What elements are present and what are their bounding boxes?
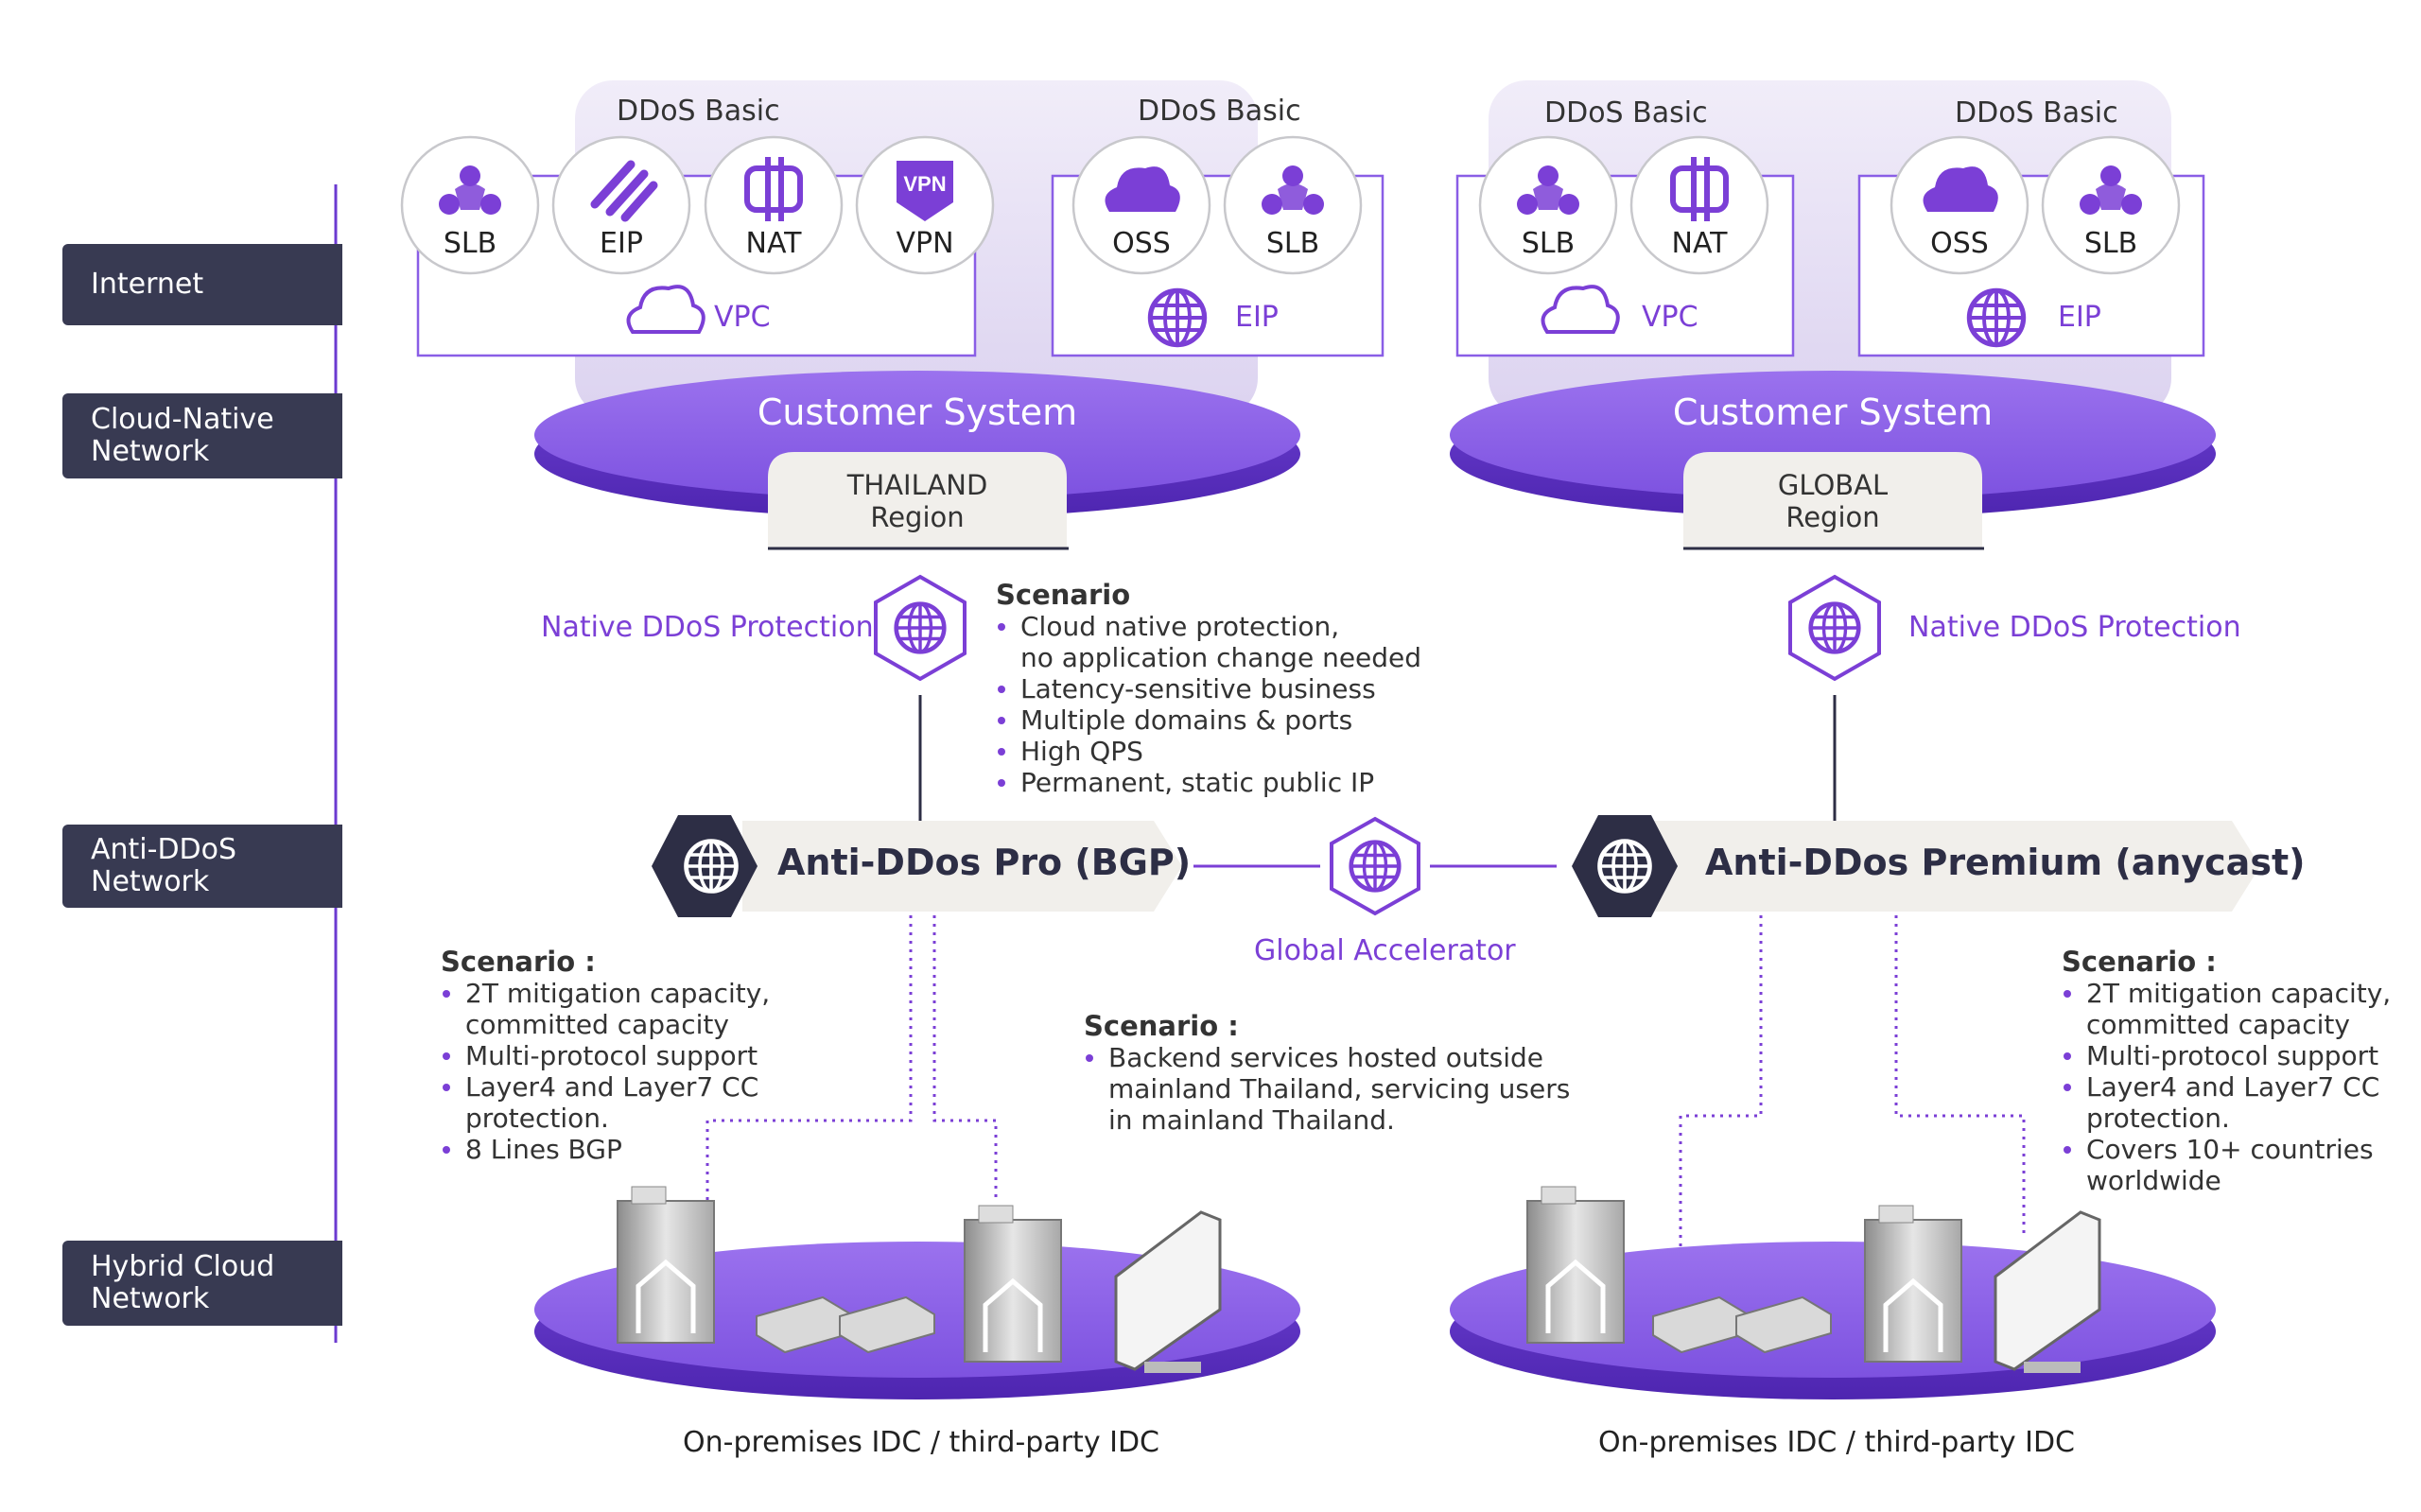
scenario-item: Multiple domains & ports (996, 704, 1421, 736)
left-eip-label: EIP (1235, 301, 1279, 334)
left-idc-caption: On-premises IDC / third-party IDC (683, 1426, 1160, 1459)
right-group2-title: DDoS Basic (1955, 96, 2118, 130)
slb-label: SLB (443, 227, 497, 260)
right-customer-system: Customer System (1672, 391, 1994, 433)
anti-ddos-premium-title: Anti-DDos Premium (anycast) (1705, 842, 2306, 883)
scenario-item: Layer4 and Layer7 CC protection. (441, 1071, 770, 1134)
left-vpc-label: VPC (714, 301, 771, 334)
oss-icon (1105, 166, 1998, 212)
scenario-item: Backend services hosted outside mainland… (1084, 1042, 1570, 1136)
layer-cloud-native: Cloud-Native Network (62, 393, 342, 478)
scenario-item: Covers 10+ countries worldwide (2062, 1134, 2391, 1196)
scenario-item: 2T mitigation capacity, committed capaci… (441, 978, 770, 1040)
layer-hybrid-cloud: Hybrid Cloud Network (62, 1241, 342, 1326)
vpc-icon (626, 285, 1620, 334)
anti-ddos-premium-bar (1608, 821, 2260, 912)
scenario-item: Layer4 and Layer7 CC protection. (2062, 1071, 2391, 1134)
scenario-item: Multi-protocol support (2062, 1040, 2391, 1071)
nat-icon-circle (1629, 135, 1769, 275)
nat-icon-circle (704, 135, 844, 275)
scenario-item: Multi-protocol support (441, 1040, 770, 1071)
thailand-region: THAILAND Region (846, 469, 988, 533)
slb-label: SLB (1265, 227, 1320, 260)
left-group1-title: DDoS Basic (617, 95, 780, 128)
right-group1-title: DDoS Basic (1544, 96, 1708, 130)
slb-label: SLB (2083, 227, 2138, 260)
right-vpc-label: VPC (1642, 301, 1698, 334)
scenario-item: 2T mitigation capacity, committed capaci… (2062, 978, 2391, 1040)
anti-ddos-pro-title: Anti-DDos Pro (BGP) (777, 842, 1192, 883)
nat-label: NAT (1671, 227, 1728, 260)
layer-anti-ddos: Anti-DDoS Network (62, 825, 342, 908)
left-customer-disc (534, 371, 1300, 499)
server-icon (617, 1186, 1962, 1363)
pro-scenario: Scenario : 2T mitigation capacity, commi… (441, 946, 771, 1165)
vpn-label: VPN (896, 227, 954, 260)
global-accelerator-label: Global Accelerator (1254, 934, 1516, 967)
dotted-connectors (705, 915, 2026, 1248)
scenario-item: Cloud native protection, no application … (996, 611, 1421, 673)
slb-label: SLB (1521, 227, 1576, 260)
scenario-item: High QPS (996, 736, 1421, 767)
right-eip-label: EIP (2058, 301, 2101, 334)
switch-icon (756, 1295, 1832, 1354)
monitor-icon (1114, 1210, 2101, 1373)
global-region-tab (1683, 452, 1982, 548)
oss-label: OSS (1930, 227, 1989, 260)
eip-icon (590, 160, 658, 222)
eip-label: EIP (600, 227, 643, 260)
premium-scenario: Scenario : 2T mitigation capacity, commi… (2062, 946, 2392, 1196)
global-region: GLOBAL Region (1777, 469, 1889, 533)
right-native-protection: Native DDoS Protection (1908, 611, 2241, 644)
native-protection-icon (874, 574, 1881, 682)
accelerator-scenario: Scenario : Backend services hosted outsi… (1084, 1010, 1571, 1136)
nat-label: NAT (745, 227, 802, 260)
slb-icon (439, 165, 2142, 215)
left-native-protection: Native DDoS Protection (541, 611, 874, 644)
scenario-item: 8 Lines BGP (441, 1134, 770, 1165)
left-group2-title: DDoS Basic (1138, 95, 1301, 128)
layer-internet: Internet (62, 244, 342, 325)
scenario-item: Latency-sensitive business (996, 673, 1421, 704)
nat-icon (744, 157, 1729, 221)
svg-text:VPN: VPN (903, 172, 946, 196)
anti-ddos-pro-bar (742, 821, 1182, 912)
vpn-icon: VPN (897, 161, 953, 221)
right-idc-caption: On-premises IDC / third-party IDC (1598, 1426, 2076, 1459)
scenario-item: Permanent, static public IP (996, 767, 1421, 798)
oss-label: OSS (1112, 227, 1171, 260)
native-scenario: Scenario Cloud native protection, no app… (996, 579, 1422, 798)
left-customer-system: Customer System (757, 391, 1078, 433)
thailand-region-tab (768, 452, 1067, 548)
right-customer-disc (1450, 371, 2216, 499)
